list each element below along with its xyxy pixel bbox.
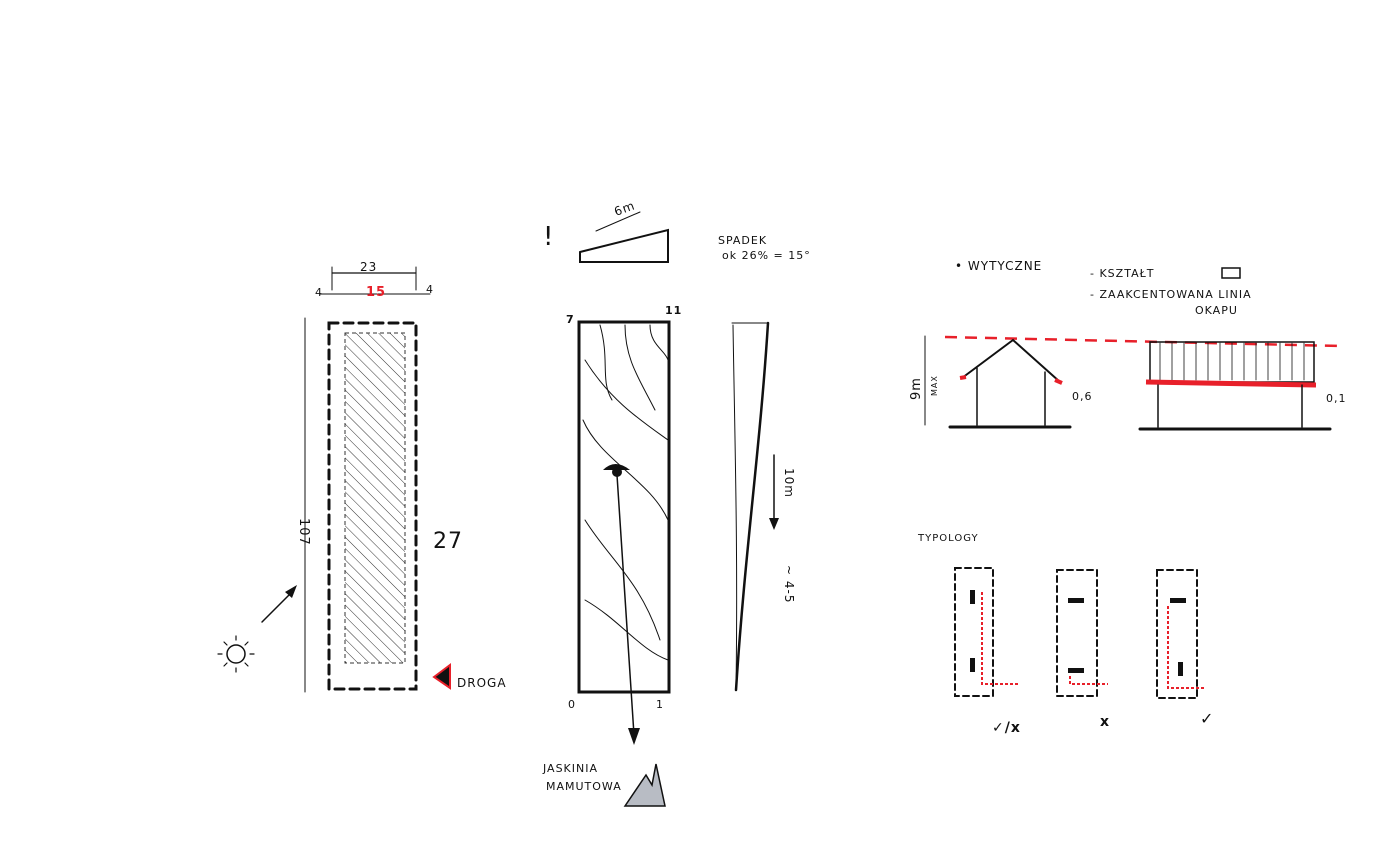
typology-option-1: ✓/x	[954, 567, 1021, 736]
slope-title: SPADEK	[718, 234, 767, 247]
typology-title: TYPOLOGY	[917, 533, 979, 544]
section-height: 10m	[782, 468, 796, 498]
corner-bottom-right: 1	[656, 698, 664, 711]
plot-plan: 23 15 4 4 107 27 DROGA	[217, 260, 507, 693]
setback-left: 4	[315, 286, 323, 299]
warning-mark: !	[543, 222, 554, 252]
typology-verdict-3: ✓	[1200, 709, 1214, 728]
cave-direction-arrow	[628, 728, 640, 745]
terrain-profile: 10m ~ 4-5	[731, 321, 796, 692]
height-label: 9m	[909, 377, 924, 400]
road-label: DROGA	[457, 676, 507, 690]
guidelines-title: • WYTYCZNE	[955, 259, 1042, 273]
cave-label-line1: JASKINIA	[542, 762, 598, 775]
plot-width-buildable: 15	[366, 285, 386, 300]
typology-verdict-2: x	[1100, 714, 1110, 730]
slope-value: ok 26% = 15°	[722, 249, 811, 262]
section-approx: ~ 4-5	[782, 565, 796, 603]
side-label: 27	[433, 529, 463, 554]
buildable-area	[344, 332, 406, 664]
slope-length: 6m	[612, 198, 637, 218]
corner-top-left: 7	[566, 313, 575, 326]
corner-top-right: 11	[665, 304, 682, 317]
plot-length: 107	[296, 518, 311, 546]
eye-icon	[603, 464, 630, 470]
shape-icon	[1221, 267, 1241, 279]
height-max: MAX	[930, 375, 939, 396]
plot-width-total: 23	[360, 260, 377, 274]
guideline-eave-line1: - ZAAKCENTOWANA LINIA	[1090, 288, 1252, 301]
road-arrow-icon	[432, 663, 451, 690]
sun-direction-arrow	[261, 591, 293, 623]
terrain-plan: 7 11 0 1 JASKINIA MAMUTOWA	[542, 304, 682, 807]
corner-bottom-left: 0	[568, 698, 576, 711]
sun-icon	[217, 635, 255, 673]
plot-boundary	[327, 321, 418, 691]
typology-verdict-1: ✓/x	[992, 720, 1021, 736]
terrain-section: ! 6m SPADEK ok 26% = 15°	[543, 198, 811, 263]
eave-gable-label: 0,6	[1072, 390, 1093, 403]
typology-option-2: x	[1056, 569, 1110, 730]
mountain-icon	[623, 763, 666, 807]
guideline-shape: - KSZTAŁT	[1090, 267, 1155, 280]
guideline-eave-line2: OKAPU	[1195, 304, 1238, 317]
gable-house-elevation: 0,6	[948, 338, 1093, 429]
flat-roof-elevation: 0,1	[1138, 341, 1347, 431]
typology: TYPOLOGY ✓/x x ✓	[917, 533, 1214, 736]
setback-right: 4	[426, 283, 434, 296]
eave-flat-label: 0,1	[1326, 392, 1347, 405]
max-height-line	[944, 335, 1341, 348]
cave-label-line2: MAMUTOWA	[546, 780, 622, 793]
typology-option-3: ✓	[1156, 569, 1214, 728]
guidelines: • WYTYCZNE - KSZTAŁT - ZAAKCENTOWANA LIN…	[909, 259, 1347, 431]
